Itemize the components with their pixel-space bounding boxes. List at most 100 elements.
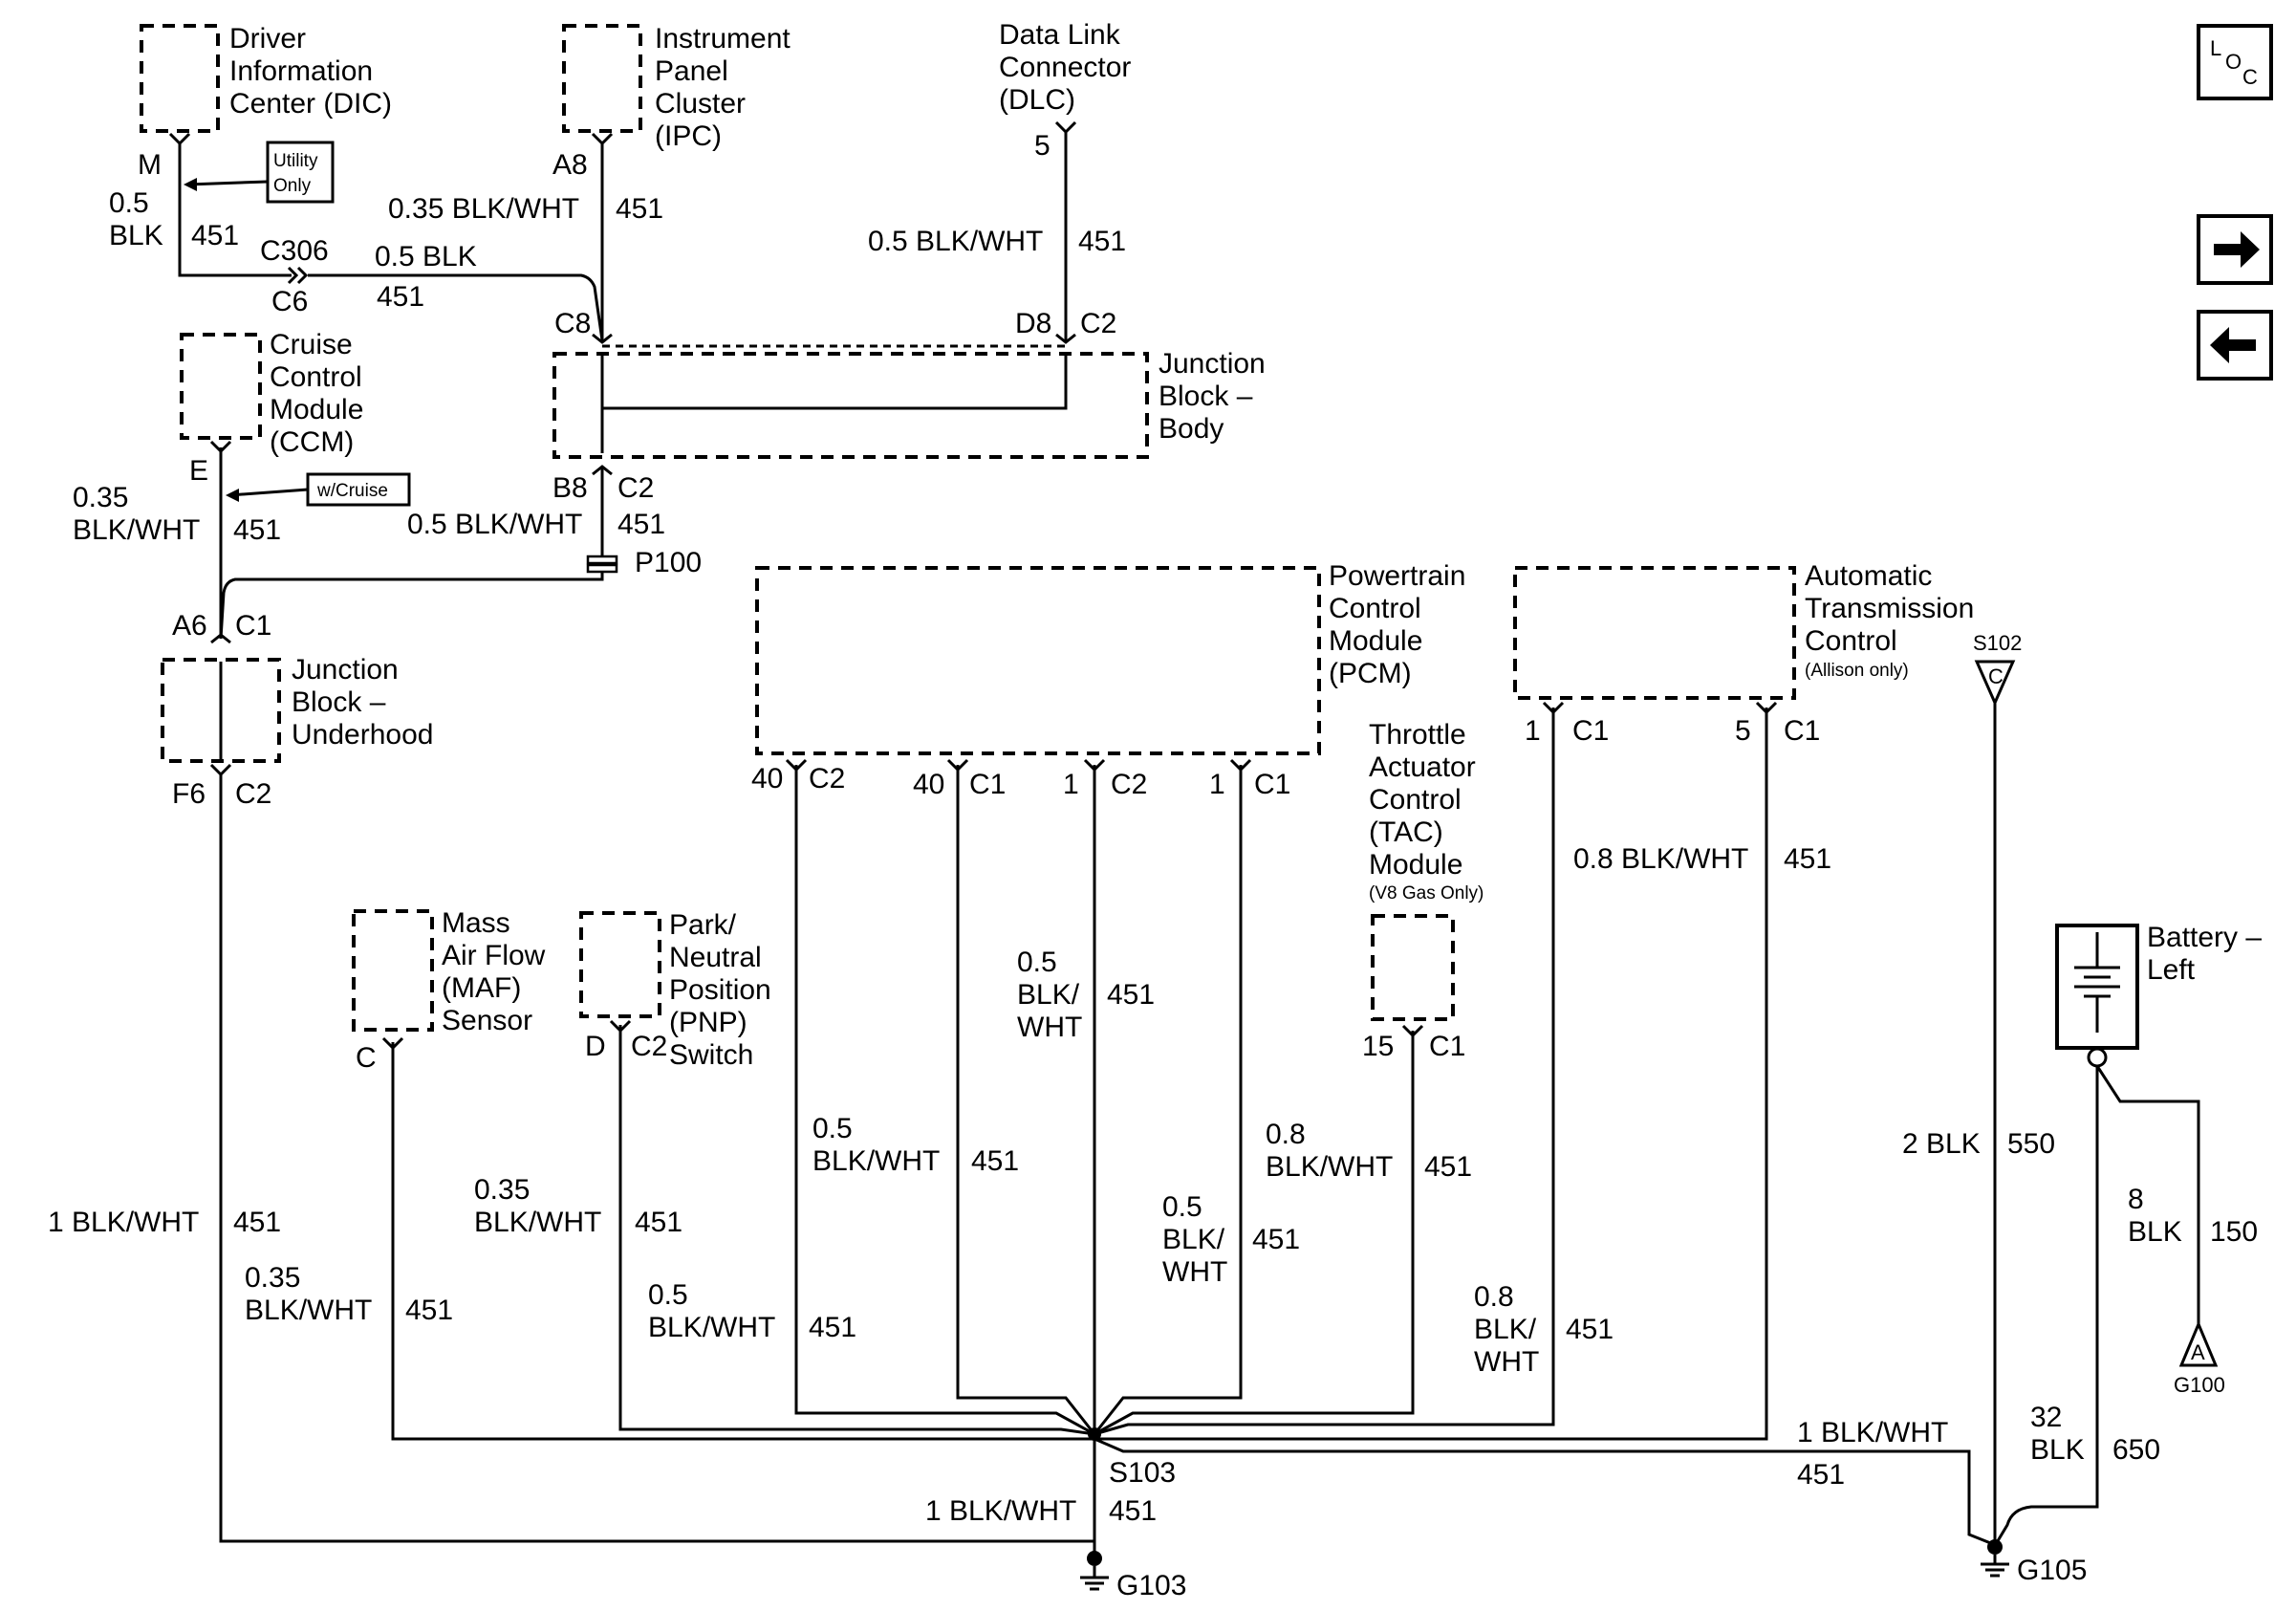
battery-icon: [2074, 932, 2120, 1033]
pin-atc-5: 5: [1735, 715, 1751, 747]
dlc-label: Data Link Connector (DLC): [999, 19, 1139, 116]
wire-s102-circuit: 550: [2007, 1128, 2055, 1160]
wire-dlc-circuit: 451: [1078, 226, 1126, 257]
pcm-label: Powertrain Control Module (PCM): [1329, 560, 1474, 689]
previous-page-button[interactable]: [2197, 310, 2273, 381]
loc-button[interactable]: L O C: [2197, 24, 2273, 100]
pin-jbb-c2: C2: [1080, 308, 1116, 339]
wire-pcm-40-c1-circuit: 451: [971, 1145, 1019, 1177]
pin-jbb-d8: D8: [1015, 308, 1051, 339]
utility-note-arrow: [186, 180, 269, 186]
s103-splice-dot: [1088, 1427, 1101, 1441]
wire-g105a-circuit: 451: [1797, 1459, 1845, 1491]
utility-only-text: Utility Only: [273, 151, 323, 196]
wire-s102-size: 2 BLK: [1902, 1128, 1981, 1160]
g103-ground-icon: [1080, 1566, 1109, 1591]
pin-pcm-c2-a: C2: [809, 763, 845, 795]
pin-ipc-a8: A8: [552, 149, 588, 181]
wire-g105a-size: 1 BLK/WHT: [1797, 1417, 1948, 1448]
pin-c6: C6: [271, 286, 308, 317]
pin-atc-1: 1: [1525, 715, 1541, 747]
dic-label: Driver Information Center (DIC): [229, 23, 392, 120]
pin-pnp-d: D: [585, 1031, 606, 1062]
ccm-box: [180, 333, 262, 440]
g103-ground-dot: [1087, 1551, 1102, 1566]
maf-box: [352, 909, 434, 1032]
g105-ground-dot: [1987, 1539, 2003, 1555]
wire-battery-to-g100: [2095, 1065, 2200, 1324]
wire-g103-circuit: 451: [1109, 1495, 1157, 1527]
pin-tac-c1: C1: [1429, 1031, 1465, 1062]
wire-b8-circuit: 451: [617, 509, 665, 540]
arrow-left-icon: [2210, 327, 2256, 363]
pin-pcm-40-b: 40: [913, 769, 944, 800]
cruise-note-arrow: [228, 488, 309, 497]
pnp-label: Park/ Neutral Position (PNP) Switch: [669, 909, 779, 1071]
pin-jbb-b8-c2: C2: [617, 472, 654, 504]
wire-s103-to-g105: [1094, 1437, 1994, 1546]
wire-pcm-40-c2: [794, 765, 1095, 1436]
battery-terminal-icon: [2087, 1047, 2108, 1068]
wire-pcm-1-c2-circuit: 451: [1107, 979, 1155, 1011]
wire-b8-size: 0.5 BLK/WHT: [407, 509, 582, 540]
connector-forks: [168, 120, 1778, 1051]
pin-jbu-c2: C2: [235, 778, 271, 810]
wire-atc-1: [1094, 708, 1555, 1436]
ipc-box: [562, 24, 642, 133]
pin-jbb-b8: B8: [552, 472, 588, 504]
pcm-box: [755, 566, 1321, 755]
wire-g105b-circuit: 650: [2112, 1434, 2160, 1466]
wire-pnp: [618, 1025, 1095, 1436]
s103-label: S103: [1109, 1457, 1176, 1489]
s102-label: S102: [1973, 631, 2022, 655]
wire-g103-size: 1 BLK/WHT: [925, 1495, 1076, 1527]
arrow-right-icon: [2214, 231, 2260, 268]
svg-text:O: O: [2225, 50, 2242, 74]
tac-label: Throttle Actuator Control (TAC) Module: [1369, 719, 1484, 881]
next-page-button[interactable]: [2197, 214, 2273, 285]
wire-ipc-circuit: 451: [616, 193, 663, 225]
ccm-label: Cruise Control Module (CCM): [270, 329, 372, 458]
maf-label: Mass Air Flow (MAF) Sensor: [442, 907, 553, 1036]
pin-jbu-a6: A6: [172, 610, 207, 642]
wire-pcm-1-c1: [1093, 765, 1243, 1435]
wire-atc-5-circuit: 451: [1784, 843, 1831, 875]
wire-pcm-1-c1-circuit: 451: [1252, 1224, 1300, 1255]
svg-text:L: L: [2210, 36, 2221, 60]
pin-jbb-c8: C8: [554, 308, 591, 339]
pin-pcm-1-a: 1: [1063, 769, 1079, 800]
wire-f6-size: 1 BLK/WHT: [48, 1207, 199, 1238]
wire-atc-1-circuit: 451: [1566, 1314, 1614, 1345]
wire-atc-5: [1094, 708, 1768, 1441]
pin-ccm-e: E: [189, 455, 208, 487]
wire-ipc-size: 0.35 BLK/WHT: [388, 193, 579, 225]
wire-p100-to-a6: [219, 572, 604, 640]
wire-f6-circuit: 451: [233, 1207, 281, 1238]
wire-battery-circuit: 150: [2210, 1216, 2258, 1248]
wire-pcm-40-c2-circuit: 451: [809, 1312, 856, 1343]
wire-tac-circuit: 451: [1424, 1151, 1472, 1183]
wire-ccm-circuit: 451: [233, 514, 281, 546]
s102-triangle-icon: [1974, 660, 2016, 707]
g100-label: G100: [2174, 1373, 2225, 1397]
pin-c306: C306: [260, 235, 329, 267]
pin-labels: M A8 5 C306 C6 C8 D8 C2 E B8 C2 P100 A6 …: [138, 130, 1820, 1074]
g105-label: G105: [2017, 1555, 2087, 1586]
pnp-box: [579, 911, 661, 1018]
wire-atc-5-size: 0.8 BLK/WHT: [1573, 843, 1748, 875]
w-cruise-note: [306, 472, 411, 507]
wire-tac: [1094, 1031, 1415, 1436]
svg-text:C: C: [2242, 65, 2258, 89]
